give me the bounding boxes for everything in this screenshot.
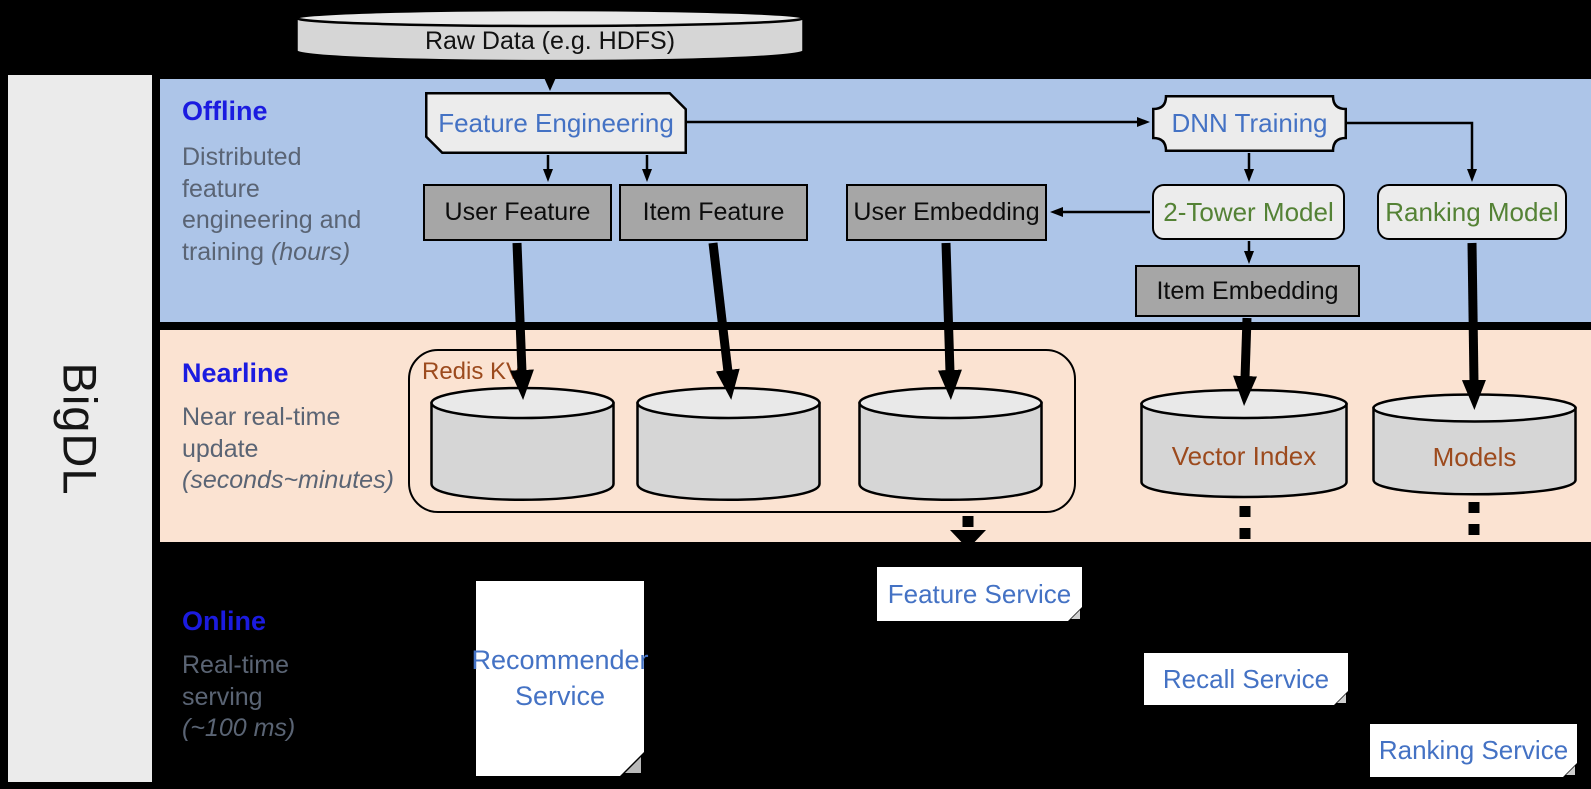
folded-corner — [619, 751, 645, 777]
models-cylinder: Models — [1372, 393, 1577, 499]
nearline-description: Near real-time update (seconds~minutes) — [182, 402, 394, 497]
cylinder-shape — [858, 386, 1043, 501]
redis-shard-cylinder-2 — [636, 386, 821, 504]
recall-service-node: Recall Service — [1144, 653, 1349, 706]
snip-corner-shape — [425, 92, 687, 154]
folded-corner — [1562, 762, 1578, 778]
redis-kv-label: Redis KV — [422, 358, 523, 385]
redis-shard-cylinder-1 — [430, 386, 615, 504]
raw-data-cylinder: Raw Data (e.g. HDFS) — [295, 8, 805, 64]
user-feature-node: User Feature — [423, 184, 612, 241]
feature-engineering-node: Feature Engineering — [425, 92, 687, 154]
feature-service-node: Feature Service — [877, 567, 1083, 622]
recommender-service-node: Recommender Service — [471, 579, 649, 778]
ranking-model-label: Ranking Model — [1385, 196, 1559, 227]
folded-corner — [1333, 690, 1349, 706]
two-tower-model-label: 2-Tower Model — [1163, 196, 1334, 227]
online-title: Online — [182, 606, 267, 636]
online-desc-text: Real-time serving — [182, 651, 289, 711]
nearline-desc-italic: (seconds~minutes) — [182, 466, 394, 494]
offline-desc-text: Distributed feature engineering and trai… — [182, 143, 362, 266]
raw-data-label: Raw Data (e.g. HDFS) — [424, 26, 676, 55]
folded-corner — [1067, 606, 1083, 622]
nearline-title: Nearline — [182, 358, 289, 388]
cylinder-shape — [636, 386, 821, 501]
redis-kv-group — [408, 349, 1076, 513]
user-embedding-node: User Embedding — [846, 184, 1047, 241]
feature-service-label: Feature Service — [887, 578, 1072, 609]
offline-title: Offline — [182, 96, 268, 126]
dnn-training-label: DNN Training — [1171, 108, 1328, 138]
recall-service-label: Recall Service — [1162, 663, 1330, 694]
offline-description: Distributed feature engineering and trai… — [182, 142, 377, 268]
ranking-model-node: Ranking Model — [1377, 184, 1567, 240]
dnn-training-node: DNN Training — [1152, 95, 1347, 152]
cylinder-shape — [430, 386, 615, 501]
cylinder-shape — [295, 8, 805, 63]
ranking-service-node: Ranking Service — [1370, 724, 1578, 778]
item-feature-node: Item Feature — [619, 184, 808, 241]
user-embedding-label: User Embedding — [853, 198, 1040, 226]
redis-shard-cylinder-3 — [858, 386, 1043, 504]
offline-desc-italic: (hours) — [270, 237, 351, 266]
models-label: Models — [1432, 441, 1517, 472]
bigdl-logo: BigDL — [53, 361, 107, 496]
vector-index-label: Vector Index — [1171, 440, 1317, 471]
item-embedding-label: Item Embedding — [1156, 276, 1339, 305]
plaque-shape — [1152, 95, 1347, 152]
recommender-service-label: Recommender Service — [471, 645, 649, 711]
ranking-service-label: Ranking Service — [1378, 735, 1569, 765]
bigdl-sidebar: BigDL — [8, 75, 152, 782]
vector-index-cylinder: Vector Index — [1140, 388, 1348, 502]
nearline-desc-text: Near real-time update — [182, 403, 341, 463]
user-feature-label: User Feature — [444, 198, 591, 226]
feature-engineering-label: Feature Engineering — [438, 107, 674, 138]
online-description: Real-time serving (~100 ms) — [182, 650, 332, 745]
item-embedding-node: Item Embedding — [1135, 265, 1360, 317]
two-tower-model-node: 2-Tower Model — [1152, 184, 1345, 240]
online-desc-italic: (~100 ms) — [182, 714, 296, 742]
item-feature-label: Item Feature — [642, 198, 785, 226]
